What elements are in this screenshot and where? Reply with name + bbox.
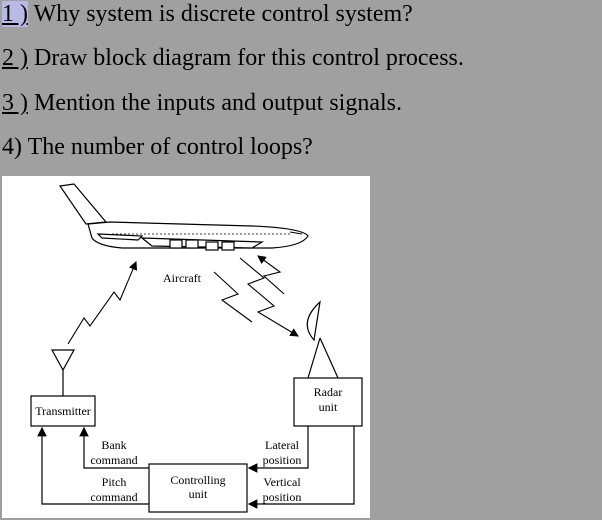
block-diagram: Aircraft Transmitter Radar unit Controll… [30,183,363,513]
pitch-label-line1: Pitch [102,475,127,489]
bank-command-line [79,426,149,469]
airplane-icon [58,183,309,251]
lateral-position-line [247,426,309,473]
controlling-label-line1: Controlling [170,473,225,487]
vertical-label-line1: Vertical [263,475,301,489]
question-1-text: Why system is discrete control system? [28,1,413,27]
question-1-number: 1 ) [2,1,28,27]
lateral-label-line2: position [263,453,302,467]
pitch-label-line2: command [90,490,137,504]
antenna-icon [50,349,76,396]
question-2: 2 ) Draw block diagram for this control … [2,44,464,72]
radar-unit-box [293,377,363,427]
radar-dish-icon [306,300,339,379]
control-system-figure: Aircraft Transmitter Radar unit Controll… [2,176,370,518]
vertical-label-line2: position [263,490,302,504]
transmitter-signal-arrow [67,260,138,345]
vertical-position-line [247,426,355,509]
question-4: 4) The number of control loops? [2,133,313,161]
question-2-number: 2 ) [2,45,28,71]
transmitter-label: Transmitter [35,404,91,418]
lateral-label-line1: Lateral [265,438,300,452]
bank-label-line2: command [90,453,137,467]
radar-label-line2: unit [319,400,338,414]
bank-label-line1: Bank [101,438,126,452]
aircraft-radar-signal-1 [213,271,253,323]
question-4-text: The number of control loops? [22,134,313,160]
question-3-text: Mention the inputs and output signals. [28,90,402,116]
question-2-text: Draw block diagram for this control proc… [28,45,464,71]
radar-label-line1: Radar [314,385,343,399]
aircraft-label: Aircraft [163,271,202,285]
question-3-number: 3 ) [2,90,28,116]
controlling-unit-box [148,463,248,513]
aircraft-radar-signal-2 [239,257,299,337]
question-3: 3 ) Mention the inputs and output signal… [2,89,402,117]
question-4-number: 4) [2,134,22,160]
question-1: 1 ) Why system is discrete control syste… [2,0,413,28]
radar-aircraft-signal [257,255,285,295]
pitch-command-line [37,426,149,505]
transmitter-box [30,395,96,427]
controlling-label-line2: unit [189,487,208,501]
